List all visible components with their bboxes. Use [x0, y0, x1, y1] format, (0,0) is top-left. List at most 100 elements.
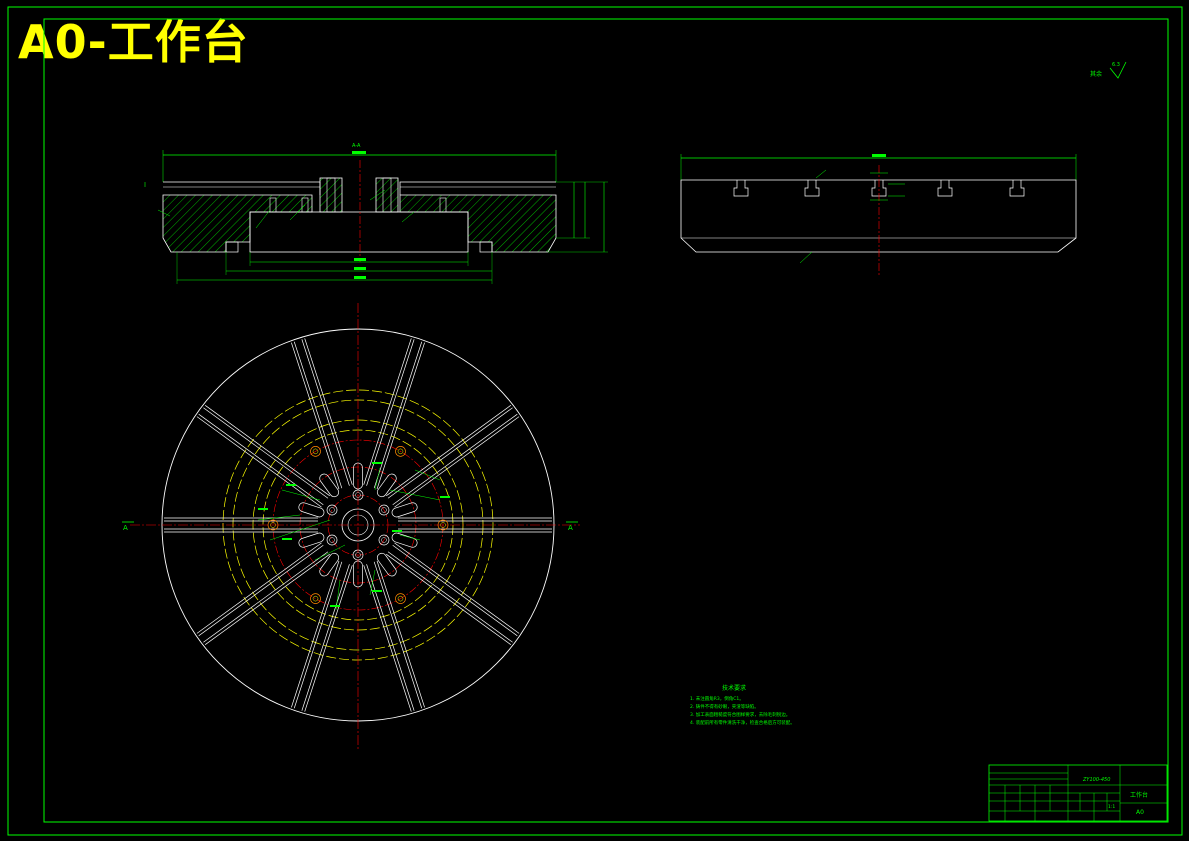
bolt-hole-inner — [381, 507, 387, 513]
slot-edge — [392, 413, 518, 506]
radial-t-slot — [291, 338, 353, 490]
slot-edge — [386, 553, 512, 645]
bolt-hole — [378, 504, 390, 516]
tech-item-4: 4. 装配前所有零件清洗干净，检查合格后方可装配。 — [690, 719, 795, 726]
slot-edge — [293, 341, 343, 489]
oblong-slot — [376, 473, 397, 498]
radial-t-slot — [386, 405, 520, 508]
slot-edge — [392, 544, 518, 637]
surface-mark-note: 其余 — [1090, 70, 1102, 78]
slot-edge — [387, 407, 513, 499]
oblong-slot — [298, 502, 325, 518]
slot-edge — [293, 561, 343, 709]
bolt-hole — [326, 504, 338, 516]
radial-t-slot — [196, 542, 330, 645]
section-label: A-A — [352, 143, 361, 149]
oblong-outline — [376, 473, 397, 498]
slot-edge — [304, 565, 353, 712]
oblong-slot — [319, 552, 340, 577]
oblong-slot — [376, 552, 397, 577]
radial-t-slot — [164, 517, 318, 533]
bolt-hole — [378, 534, 390, 546]
oblong-outline — [391, 502, 418, 518]
slot-edge — [301, 564, 350, 711]
surface-roughness-mark: 其余 6.3 — [1090, 61, 1127, 79]
tap-hole-inner — [312, 595, 319, 602]
oblong-slot — [298, 532, 325, 548]
bolt-hole-inner — [329, 537, 335, 543]
slot-edge — [394, 542, 520, 634]
slot-edge — [203, 407, 329, 499]
tap-hole-inner — [397, 595, 404, 602]
oblong-outline — [319, 552, 340, 577]
slot-edge — [198, 544, 324, 637]
radial-t-slot — [363, 338, 425, 490]
surface-mark-value: 6.3 — [1112, 62, 1120, 68]
side-view-outline — [680, 179, 1077, 253]
plan-view: A A — [122, 303, 580, 750]
inner-border — [43, 18, 1169, 823]
slot-edge — [363, 565, 412, 712]
radial-t-slot — [398, 517, 552, 533]
slot-edge — [196, 542, 322, 634]
slot-edge — [363, 338, 412, 485]
bolt-hole — [326, 534, 338, 546]
radial-t-slot — [363, 560, 425, 712]
oblong-slot — [391, 532, 418, 548]
radial-t-slot — [386, 542, 520, 645]
slot-edge — [301, 339, 350, 486]
slot-edge — [376, 342, 425, 490]
oblong-slot — [319, 473, 340, 498]
section-view-aa: A-A — [144, 143, 608, 284]
slot-edge — [198, 413, 324, 506]
tap-hole — [310, 446, 321, 457]
slot-edge — [203, 551, 329, 643]
t-slots — [733, 180, 1025, 197]
section-mark-right: A — [568, 524, 573, 532]
radial-t-slot — [291, 560, 353, 712]
oblong-outline — [391, 532, 418, 548]
section-mark-left: A — [123, 524, 128, 532]
tech-requirements: 技术要求 1. 未注圆角R3，倒角C1。 2. 铸件不得有砂眼，夹渣等缺陷。 3… — [690, 684, 795, 726]
slot-edge — [376, 560, 425, 708]
side-view — [680, 154, 1077, 275]
slot-edge — [373, 341, 423, 489]
slot-edge — [204, 405, 330, 497]
slot-edge — [387, 551, 513, 643]
radial-t-slots — [164, 338, 552, 712]
slot-edge — [196, 416, 322, 508]
tech-item-2: 2. 铸件不得有砂眼，夹渣等缺陷。 — [690, 703, 759, 710]
part-name: 工作台 — [1130, 791, 1148, 799]
bolt-hole-inner — [329, 507, 335, 513]
sheet-size: A0 — [1136, 809, 1144, 816]
tap-hole-inner — [397, 448, 404, 455]
oblong-outline — [298, 532, 325, 548]
slot-edge — [291, 560, 340, 708]
tap-hole — [395, 446, 406, 457]
tech-item-3: 3. 加工表面粗糙度符合图样要求，去除毛刺锐边。 — [690, 711, 790, 718]
section-hatch-right — [399, 194, 557, 253]
sheet-title: A0-工作台 — [18, 15, 249, 69]
drawing-number: ZY100-450 — [1082, 777, 1110, 783]
slot-edge — [204, 553, 330, 645]
tap-hole — [395, 593, 406, 604]
slot-edge — [304, 338, 353, 485]
slot-edge — [394, 416, 520, 508]
slot-edge — [291, 342, 340, 490]
bolt-hole-inner — [381, 537, 387, 543]
oblong-outline — [298, 502, 325, 518]
oblong-outline — [319, 473, 340, 498]
section-hatch-left — [162, 194, 313, 253]
tap-hole-inner — [312, 448, 319, 455]
drawing-scale: 1:1 — [1108, 804, 1115, 810]
slot-edge — [366, 339, 415, 486]
tech-item-1: 1. 未注圆角R3，倒角C1。 — [690, 695, 744, 702]
oblong-outline — [376, 552, 397, 577]
title-block: ZY100-450 工作台 1:1 A0 — [988, 764, 1168, 822]
outer-border — [7, 6, 1183, 836]
oblong-slots — [298, 462, 418, 588]
slot-edge — [386, 405, 512, 497]
bolt-holes — [267, 446, 449, 604]
tap-hole — [310, 593, 321, 604]
